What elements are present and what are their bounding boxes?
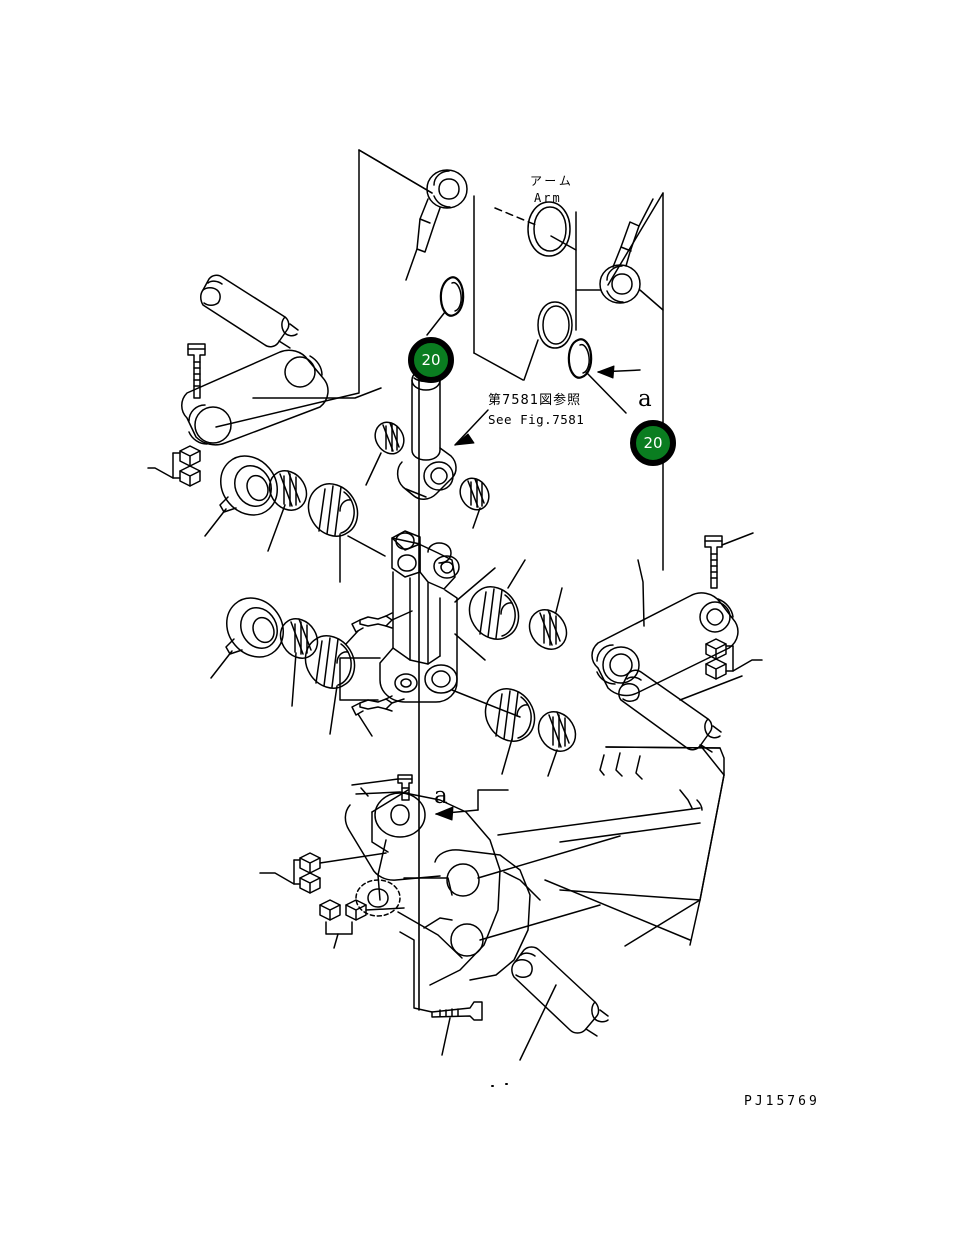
bushing-center-right-upper (468, 559, 526, 640)
link-boss-center (339, 530, 521, 718)
pin-upper-left (200, 274, 299, 349)
pin-bucket-lower (511, 946, 609, 1061)
bushing-left-upper (307, 483, 359, 583)
bucket-ears (434, 835, 621, 981)
nut-pair-bucket-left (259, 852, 387, 894)
nut-pair-right (705, 638, 763, 680)
callout-badge-20-upper-number: 20 (421, 351, 441, 369)
seal-arm-bore-lower (523, 301, 573, 381)
grease-fitting-lower (351, 695, 405, 737)
arm-label-japanese: アーム (530, 174, 574, 188)
link-arm-left (181, 349, 382, 446)
see-fig-arrow (454, 409, 489, 446)
snap-ring-upper-left (426, 276, 465, 336)
callout-badge-20-lower[interactable]: 20 (630, 420, 676, 466)
collar-center-right-lower (537, 711, 577, 777)
section-mark-lower-a: a (434, 783, 448, 809)
bucket-body (497, 744, 725, 947)
pin-eye-top-left (358, 149, 468, 281)
callout-badge-20-upper[interactable]: 20 (408, 337, 454, 383)
seal-left-lower (210, 597, 284, 679)
grease-fitting-upper (345, 610, 413, 645)
collar-left-small-upper (365, 421, 405, 486)
seal-arm-bore (494, 201, 577, 257)
bottom-registration-dots (491, 1083, 508, 1087)
bolt-bucket-upper (351, 774, 413, 801)
figure-number: PJ15769 (744, 1094, 820, 1109)
callout-badge-20-lower-number: 20 (643, 434, 663, 452)
section-mark-upper-a: a (638, 386, 652, 412)
bolt-upper-left (187, 343, 206, 399)
section-arrow-lower (435, 789, 509, 821)
arm-label-english: Arm (534, 191, 562, 205)
bushing-left-lower (304, 635, 356, 735)
nut-pair-bucket-lower (319, 899, 405, 949)
hydraulic-link-center (396, 369, 457, 500)
pin-right (618, 669, 743, 753)
collar-center-upper-small (459, 477, 490, 529)
nut-pair-left-upper (147, 445, 201, 487)
see-fig-label-japanese: 第7581図参照 (488, 393, 582, 408)
collar-center-right-upper (528, 587, 568, 650)
link-arm-right (591, 559, 739, 697)
section-arrow-upper (597, 365, 641, 379)
see-fig-label-english: See Fig.7581 (488, 412, 585, 427)
bolt-bucket-lower (399, 931, 483, 1056)
bushing-center-right-lower (484, 688, 536, 775)
seal-left-upper (204, 455, 278, 537)
bucket-bracket (344, 787, 501, 986)
bolt-right (704, 532, 754, 589)
snap-ring-upper-right (567, 338, 627, 414)
collar-left-lower (279, 618, 319, 707)
pin-eye-top-right (575, 198, 664, 311)
collar-left-upper (267, 470, 308, 552)
